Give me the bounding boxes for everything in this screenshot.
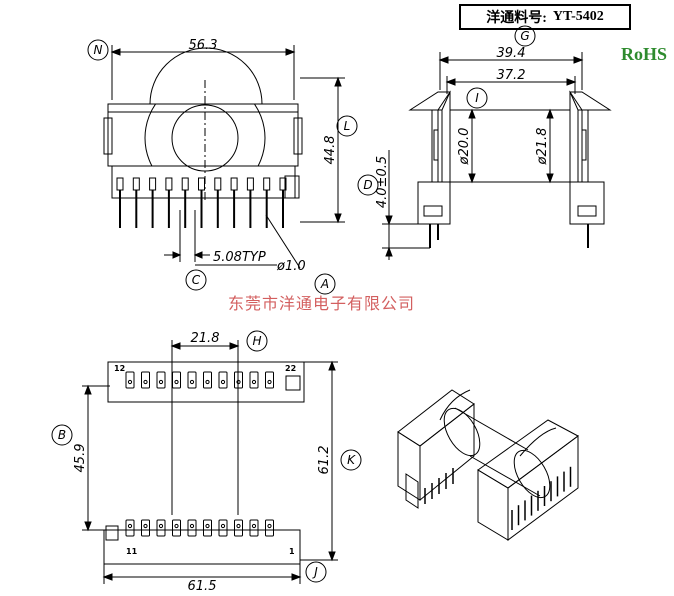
callout-A: A — [320, 277, 329, 291]
bottom-pin-pad — [172, 519, 181, 537]
bottom-pin-hole — [251, 523, 257, 529]
bottom-pin-pad — [203, 519, 212, 537]
callout-G: G — [520, 29, 529, 43]
top-pin-pad — [218, 371, 228, 389]
part-number-box: 洋通料号: YT-5402 — [459, 4, 631, 30]
bottom-pin-pad — [234, 519, 243, 537]
callout-D: D — [363, 178, 372, 192]
dim-width-top: 56.3 — [189, 38, 218, 53]
bottom-pin-pad — [187, 519, 197, 537]
bottom-pin-pad — [265, 519, 274, 537]
bottom-pin-hole — [127, 523, 133, 529]
bottom-pin-hole — [236, 523, 241, 529]
bottom-pin-pad — [156, 519, 166, 537]
callout-H: H — [252, 334, 261, 348]
pin-label-1: 1 — [289, 547, 295, 556]
top-pin-hole — [251, 379, 257, 385]
bottom-pin-hole — [267, 523, 272, 529]
top-pin-hole — [158, 379, 164, 385]
callout-K: K — [347, 453, 356, 467]
bottom-pin-pad — [249, 519, 259, 537]
bottom-pin-hole — [205, 523, 210, 529]
bottom-pin-pad — [141, 519, 150, 537]
rohs-mark: RoHS — [621, 44, 668, 64]
front-pin-slot — [149, 177, 157, 191]
top-pin-hole — [267, 379, 272, 385]
callout-N: N — [94, 43, 103, 57]
dim-height-side: 44.8 — [323, 136, 338, 165]
callout-circles — [51, 25, 536, 583]
front-pin-slot — [116, 177, 124, 191]
bottom-pin-hole — [220, 523, 226, 529]
side-view — [382, 52, 612, 260]
front-pins — [116, 177, 287, 228]
dim-outer-width: 39.4 — [497, 46, 526, 61]
front-pin-slot — [198, 177, 205, 191]
dim-row-spacing: 21.8 — [191, 331, 220, 346]
bottom-pin-hole — [174, 523, 179, 529]
dim-overall-length: 61.2 — [317, 446, 332, 475]
top-pin-pad — [125, 371, 135, 389]
top-pin-hole — [127, 379, 133, 385]
dim-pin-dia: ø1.0 — [276, 259, 306, 274]
callout-L: L — [344, 119, 351, 133]
top-pin-hole — [143, 379, 148, 385]
top-pin-hole — [174, 379, 179, 385]
bottom-pin-pad — [125, 519, 135, 537]
bottom-pin-hole — [189, 523, 195, 529]
top-pin-pad — [141, 371, 150, 389]
dim-pin-span: 45.9 — [73, 444, 88, 473]
callout-B: B — [58, 428, 66, 442]
top-pin-pad — [265, 371, 274, 389]
top-pin-pad — [156, 371, 166, 389]
front-pin-slot — [181, 177, 189, 191]
isometric-pins — [424, 466, 572, 530]
isometric-view — [397, 389, 579, 541]
front-pin-slot — [132, 177, 140, 191]
front-pin-slot — [230, 177, 238, 191]
top-pin-pad — [187, 371, 197, 389]
part-number-value: YT-5402 — [552, 9, 604, 24]
top-pin-hole — [205, 379, 210, 385]
dim-overall-width: 61.5 — [188, 579, 217, 594]
bottom-view — [82, 340, 338, 584]
front-pin-slot — [214, 177, 222, 191]
callout-I: I — [475, 91, 479, 105]
dim-pitch: 5.08TYP — [213, 250, 266, 265]
bottom-row-pins — [125, 519, 274, 537]
top-pin-pad — [203, 371, 212, 389]
company-watermark: 东莞市洋通电子有限公司 — [228, 296, 416, 313]
pin-label-22: 22 — [285, 364, 296, 373]
top-pin-hole — [220, 379, 226, 385]
dim-pin-length: 4.0±0.5 — [375, 156, 390, 208]
dim-core-dia: ø20.0 — [457, 128, 472, 166]
bottom-pin-pad — [218, 519, 228, 537]
top-pin-pad — [249, 371, 259, 389]
callout-J: J — [312, 565, 318, 579]
front-pin-slot — [263, 177, 271, 191]
front-view — [103, 45, 345, 269]
top-row-pins — [125, 371, 274, 389]
top-pin-hole — [189, 379, 195, 385]
pin-label-11: 11 — [126, 547, 138, 556]
pin-label-12: 12 — [114, 364, 125, 373]
dim-inner-width: 37.2 — [497, 68, 526, 83]
callout-C: C — [192, 273, 201, 287]
dim-bobbin-dia: ø21.8 — [535, 128, 550, 166]
bottom-pin-hole — [143, 523, 148, 529]
bottom-pin-hole — [158, 523, 164, 529]
part-number-label: 洋通料号: — [486, 11, 547, 26]
front-pin-slot — [165, 177, 173, 191]
front-pin-slot — [246, 177, 254, 191]
